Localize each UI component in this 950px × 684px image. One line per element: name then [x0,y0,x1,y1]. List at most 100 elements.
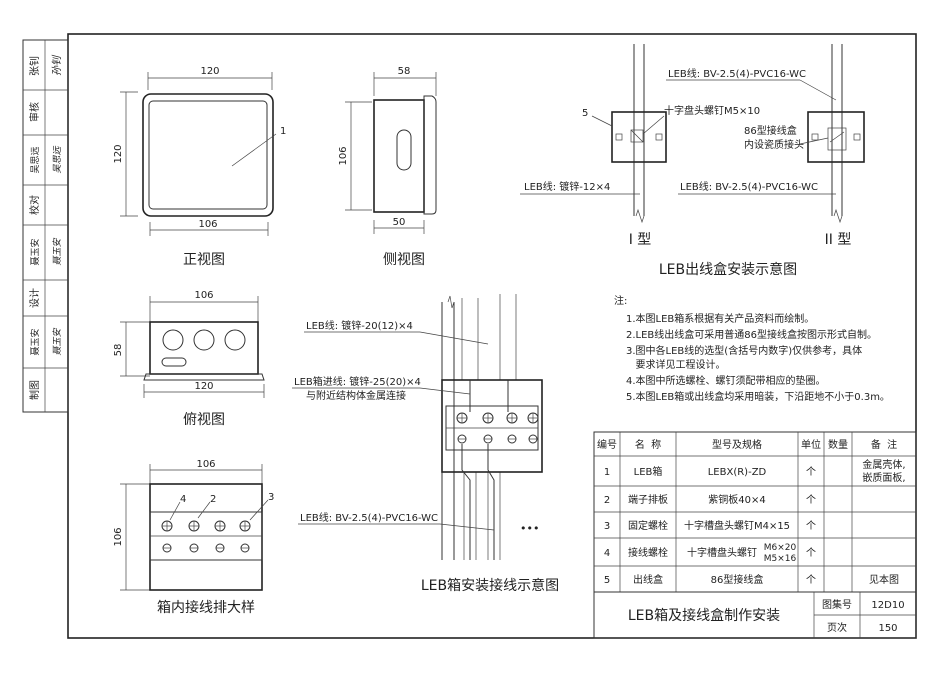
table-row-3-no: 3 [604,521,610,532]
sig-label-7: 制图 [28,380,41,400]
table-row-3-spec: 十字槽盘头螺钉M4×15 [684,519,790,532]
table-row-2-unit: 个 [806,494,816,506]
top-knockout-2 [193,329,215,351]
table-header-note: 备 注 [871,438,897,451]
side-height-dim: 106 [338,146,349,165]
top-flange [143,373,265,381]
front-label-1: 1 [280,126,286,137]
top-knockout-3 [224,329,246,351]
outlet-diagram-caption: LEB出线盒安装示意图 [659,261,797,278]
table-row-2-no: 2 [604,495,610,506]
table-row-3-unit: 个 [806,520,816,532]
install-label-mid-1: LEB箱进线: 镀锌-25(20)×4 [294,375,421,388]
install-label-mid-2: 与附近结构体金属连接 [306,389,406,402]
side-flange [423,95,437,215]
notes-title: 注: [614,294,627,307]
sig-signature-6: 聂玉安 [52,328,63,356]
terminal-box [149,483,263,591]
table-row-1-no: 1 [604,467,610,478]
sig-signature-4: 聂玉安 [52,238,63,266]
table-row-4-unit: 个 [806,547,816,559]
title-block-page-label: 页次 [827,621,847,634]
table-row-3-name: 固定螺栓 [628,519,668,532]
table-row-2-name: 端子排板 [628,493,668,506]
sig-label-0: 张钊 [29,56,41,76]
outlet-label-86-1: 86型接线盒 [744,124,797,137]
table-row-4-no: 4 [604,548,610,559]
top-view: 106 58 120 俯视图 [113,290,265,428]
install-terminal-screws [456,412,539,444]
table-row-5-no: 5 [604,575,610,586]
notes-item-4: 4.本图中所选螺栓、螺钉须配带相应的垫圈。 [626,374,826,387]
title-block: LEB箱及接线盒制作安装 图集号 12D10 页次 150 [593,591,917,639]
install-label-bottom: LEB线: BV-2.5(4)-PVC16-WC [300,511,438,524]
terminal-detail-caption: 箱内接线排大样 [157,599,255,616]
side-knockout [396,129,412,171]
terminal-screws-bottom [162,543,250,553]
table-row-5-unit: 个 [806,574,816,586]
sig-label-6: 聂玉安 [29,328,41,355]
title-block-atlas-label: 图集号 [822,598,852,611]
table-header-spec: 型号及规格 [712,438,762,451]
top-top-dim: 106 [194,290,213,301]
table-header-qty: 数量 [828,438,848,451]
terminal-height-dim: 106 [113,527,124,546]
sig-label-1: 审核 [28,102,41,122]
side-top-dim: 58 [398,66,411,77]
front-width-dim: 120 [200,66,219,77]
table-row-1-unit: 个 [806,466,816,478]
table-header-no: 编号 [597,438,617,451]
front-view-caption: 正视图 [183,252,225,268]
install-label-top: LEB线: 镀锌-20(12)×4 [306,319,413,332]
terminal-width-dim: 106 [196,459,215,470]
notes-item-2: 2.LEB线出线盒可采用普通86型接线盒按图示形式自制。 [626,328,877,341]
sig-signature-2: 吴思远 [52,146,63,174]
terminal-label-3: 3 [268,492,274,503]
signature-column: 张钊 孙钊 审核 吴思远 吴思远 校对 聂玉安 聂玉安 设计 聂玉安 聂玉安 制… [22,39,69,413]
outlet-label-right: LEB线: BV-2.5(4)-PVC16-WC [680,180,818,193]
title-block-title: LEB箱及接线盒制作安装 [628,607,780,624]
outlet-type-1: I 型 [629,232,652,248]
table-row-5-note: 见本图 [869,573,899,586]
outlet-label-top: LEB线: BV-2.5(4)-PVC16-WC [668,67,806,80]
side-bottom-dim: 50 [393,217,406,228]
outlet-label-screw: 十字盘头螺钉M5×10 [664,104,760,117]
notes-item-1: 1.本图LEB箱系根据有关产品资料而绘制。 [626,312,814,325]
table-row-4-name: 接线螺栓 [628,546,668,559]
front-inner-width-dim: 106 [198,219,217,230]
install-diagram: LEB线: 镀锌-20(12)×4 LEB箱进线: 镀锌-25(20)×4 与附… [292,294,559,594]
install-diagram-caption: LEB箱安装接线示意图 [421,577,559,594]
top-knockout-1 [162,329,184,351]
parts-table: 编号 名 称 型号及规格 单位 数量 备 注 1 LEB箱 LEBX(R)-ZD… [593,431,917,593]
terminal-label-2: 2 [210,494,216,505]
top-slot [161,357,187,367]
side-view-caption: 侧视图 [383,252,425,268]
front-view: 120 120 106 1 正视图 [113,66,286,268]
table-row-1-note-a: 金属壳体, [862,458,905,471]
front-height-dim: 120 [113,144,124,163]
table-header-unit: 单位 [801,438,821,451]
front-box-outer [142,93,274,217]
sig-signature-0: 孙钊 [51,54,63,76]
table-row-5-name: 出线盒 [633,573,663,586]
terminal-detail: 106 106 4 2 3 箱内接线排大样 [113,459,274,616]
outlet-label-left: LEB线: 镀锌-12×4 [524,180,610,193]
sig-label-2: 吴思远 [30,146,41,173]
table-row-1-name: LEB箱 [634,465,663,478]
outlet-type-2: II 型 [825,232,852,248]
title-block-page-no: 150 [878,623,897,634]
table-row-4-spec: 十字槽盘头螺钉 [687,546,757,559]
notes-item-3b: 要求详见工程设计。 [626,358,726,371]
outlet-box-type-2 [807,111,865,163]
table-row-1-note-b: 嵌质面板, [862,471,905,484]
title-block-atlas-no: 12D10 [871,600,904,611]
install-ellipsis: ••• [520,522,539,535]
terminal-screws-top [161,520,251,532]
outlet-label-86-2: 内设瓷质接头 [744,138,804,151]
outlet-box-type-1 [611,111,667,163]
front-box-inner [148,100,268,210]
table-row-5-spec: 86型接线盒 [711,573,764,586]
notes: 注: 1.本图LEB箱系根据有关产品资料而绘制。 2.LEB线出线盒可采用普通8… [614,294,890,403]
outlet-label-5: 5 [582,108,588,119]
